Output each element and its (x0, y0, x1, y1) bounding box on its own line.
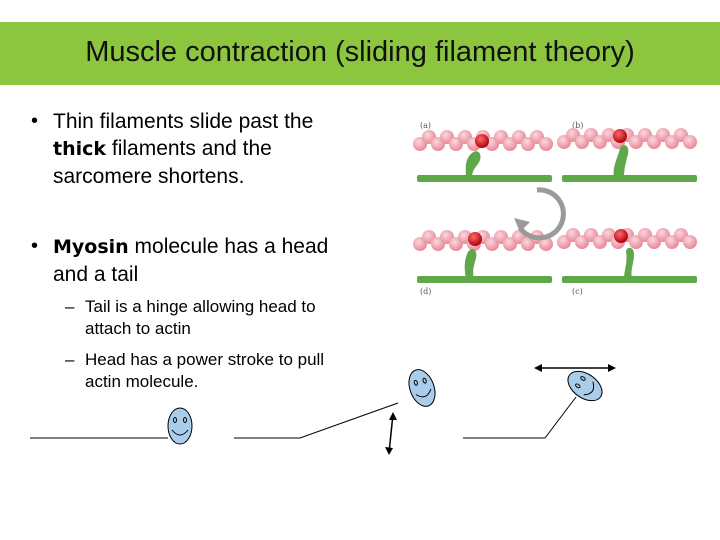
panel-label-a: (a) (420, 121, 431, 130)
binding-site (468, 232, 482, 246)
panel-b (557, 128, 697, 182)
thick-filament (417, 276, 552, 283)
myosin-head (624, 247, 634, 279)
subbullet-2: – Head has a power stroke to pull actin … (65, 349, 325, 393)
subbullet-2-line-2: actin molecule. (85, 372, 199, 391)
bullet-1: • Thin filaments slide past the thick fi… (31, 108, 314, 190)
tail-line-3 (463, 396, 577, 439)
bullet-2: • Myosin molecule has a head and a tail (31, 233, 329, 288)
thick-filament (562, 276, 697, 283)
double-arrow-icon (534, 364, 616, 372)
bullet-2-line-2: and a tail (53, 263, 139, 286)
panel-label-d: (d) (420, 287, 431, 296)
smiley-face-icon (167, 407, 193, 445)
bullet-dot: • (31, 235, 39, 257)
bullet-1-line-3: sarcomere shortens. (53, 165, 245, 188)
smiley-face-icon (408, 369, 436, 407)
panel-d (413, 230, 553, 283)
myosin-head (464, 249, 477, 279)
subbullet-1-line-1: Tail is a hinge allowing head to (85, 297, 316, 316)
binding-site (475, 134, 489, 148)
double-arrow-icon (385, 412, 397, 455)
smiley-face-icon (567, 370, 603, 402)
thick-filament (562, 175, 697, 182)
panel-label-c: (c) (572, 287, 583, 296)
tail-line-2 (234, 402, 399, 439)
myosin-head (465, 151, 481, 178)
bullet-2-line-1: Myosin molecule has a head (53, 235, 329, 258)
slide-title: Muscle contraction (sliding filament the… (85, 36, 635, 68)
subbullet-2-line-1: Head has a power stroke to pull (85, 350, 325, 369)
crossbridge-cycle-figure: (a) (b) (c) (d) (392, 108, 697, 313)
binding-site (613, 129, 627, 143)
myosin-head (613, 145, 629, 178)
crossbridge-svg: (a) (b) (c) (d) (413, 121, 697, 296)
panel-a (413, 130, 553, 182)
binding-site (614, 229, 628, 243)
dash: – (65, 297, 75, 316)
panel-c (557, 228, 697, 283)
bullet-dot: • (31, 110, 39, 132)
bullet-1-line-2: thick filaments and the (53, 137, 272, 160)
thick-filament (417, 175, 552, 182)
title-bar: Muscle contraction (sliding filament the… (0, 22, 720, 85)
subbullet-1-line-2: attach to actin (85, 319, 191, 338)
bullet-1-line-1: Thin filaments slide past the (53, 110, 314, 133)
panel-label-b: (b) (572, 121, 583, 130)
cycle-arrow-icon (514, 187, 566, 241)
dash: – (65, 350, 75, 369)
subbullet-1: – Tail is a hinge allowing head to attac… (65, 296, 316, 340)
